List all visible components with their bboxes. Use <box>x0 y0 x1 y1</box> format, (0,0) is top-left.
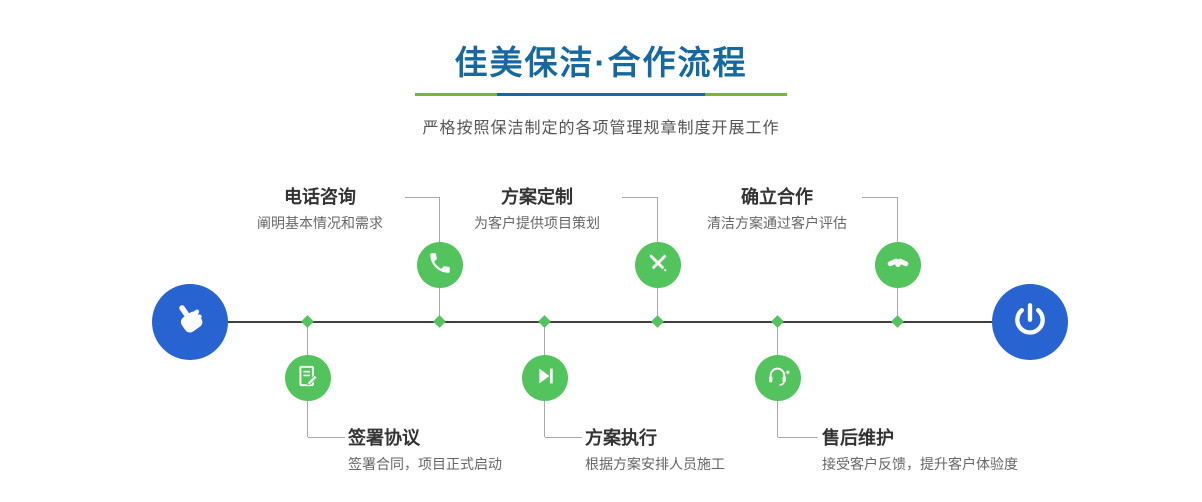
connector-line <box>622 197 658 198</box>
step-desc: 清洁方案通过客户评估 <box>707 215 847 231</box>
timeline-start-node <box>152 284 228 360</box>
step-desc: 根据方案安排人员施工 <box>585 456 725 472</box>
step-desc: 签署合同，项目正式启动 <box>348 456 502 472</box>
timeline-diamond <box>301 315 314 328</box>
hand-pointer-icon <box>169 299 211 346</box>
step-title: 售后维护 <box>822 428 894 448</box>
step-sign-agreement-node <box>285 355 331 401</box>
step-after-sales-node <box>755 355 801 401</box>
title-divider <box>415 93 787 96</box>
step-title: 电话咨询 <box>284 187 356 207</box>
headset-icon <box>765 363 791 394</box>
phone-icon <box>427 250 453 281</box>
play-icon <box>532 363 558 394</box>
timeline-end-node <box>992 284 1068 360</box>
connector-line <box>405 197 440 198</box>
step-phone-consult-label: 电话咨询 阐明基本情况和需求 <box>235 186 405 232</box>
connector-line <box>308 437 345 438</box>
step-phone-consult-node <box>417 242 463 288</box>
step-plan-execution-node <box>522 355 568 401</box>
step-plan-design-node <box>635 242 681 288</box>
connector-line <box>862 197 898 198</box>
timeline-diamond <box>433 315 446 328</box>
step-desc: 接受客户反馈，提升客户体验度 <box>822 456 1018 472</box>
design-tools-icon <box>645 250 671 281</box>
timeline-diamond <box>651 315 664 328</box>
contract-icon <box>295 363 321 394</box>
timeline-diamond <box>771 315 784 328</box>
connector-line <box>545 437 582 438</box>
section-title: 佳美保洁·合作流程 <box>454 44 748 81</box>
step-title: 方案定制 <box>501 187 573 207</box>
timeline-diamond <box>538 315 551 328</box>
step-plan-execution-label: 方案执行 根据方案安排人员施工 <box>585 427 845 473</box>
step-title: 签署协议 <box>348 428 420 448</box>
step-sign-agreement-label: 签署协议 签署合同，项目正式启动 <box>348 427 608 473</box>
timeline-line <box>190 321 1030 323</box>
timeline-diamond <box>891 315 904 328</box>
step-title: 方案执行 <box>585 428 657 448</box>
power-icon <box>1010 300 1050 345</box>
step-plan-design-label: 方案定制 为客户提供项目策划 <box>452 186 622 232</box>
step-establish-cooperation-node <box>875 242 921 288</box>
step-desc: 阐明基本情况和需求 <box>257 215 383 231</box>
section-subtitle: 严格按照保洁制定的各项管理规章制度开展工作 <box>422 120 780 137</box>
step-establish-cooperation-label: 确立合作 清洁方案通过客户评估 <box>692 186 862 232</box>
handshake-icon <box>885 250 911 281</box>
connector-line <box>778 437 818 438</box>
step-title: 确立合作 <box>741 187 813 207</box>
step-after-sales-label: 售后维护 接受客户反馈，提升客户体验度 <box>822 427 1082 473</box>
step-desc: 为客户提供项目策划 <box>474 215 600 231</box>
